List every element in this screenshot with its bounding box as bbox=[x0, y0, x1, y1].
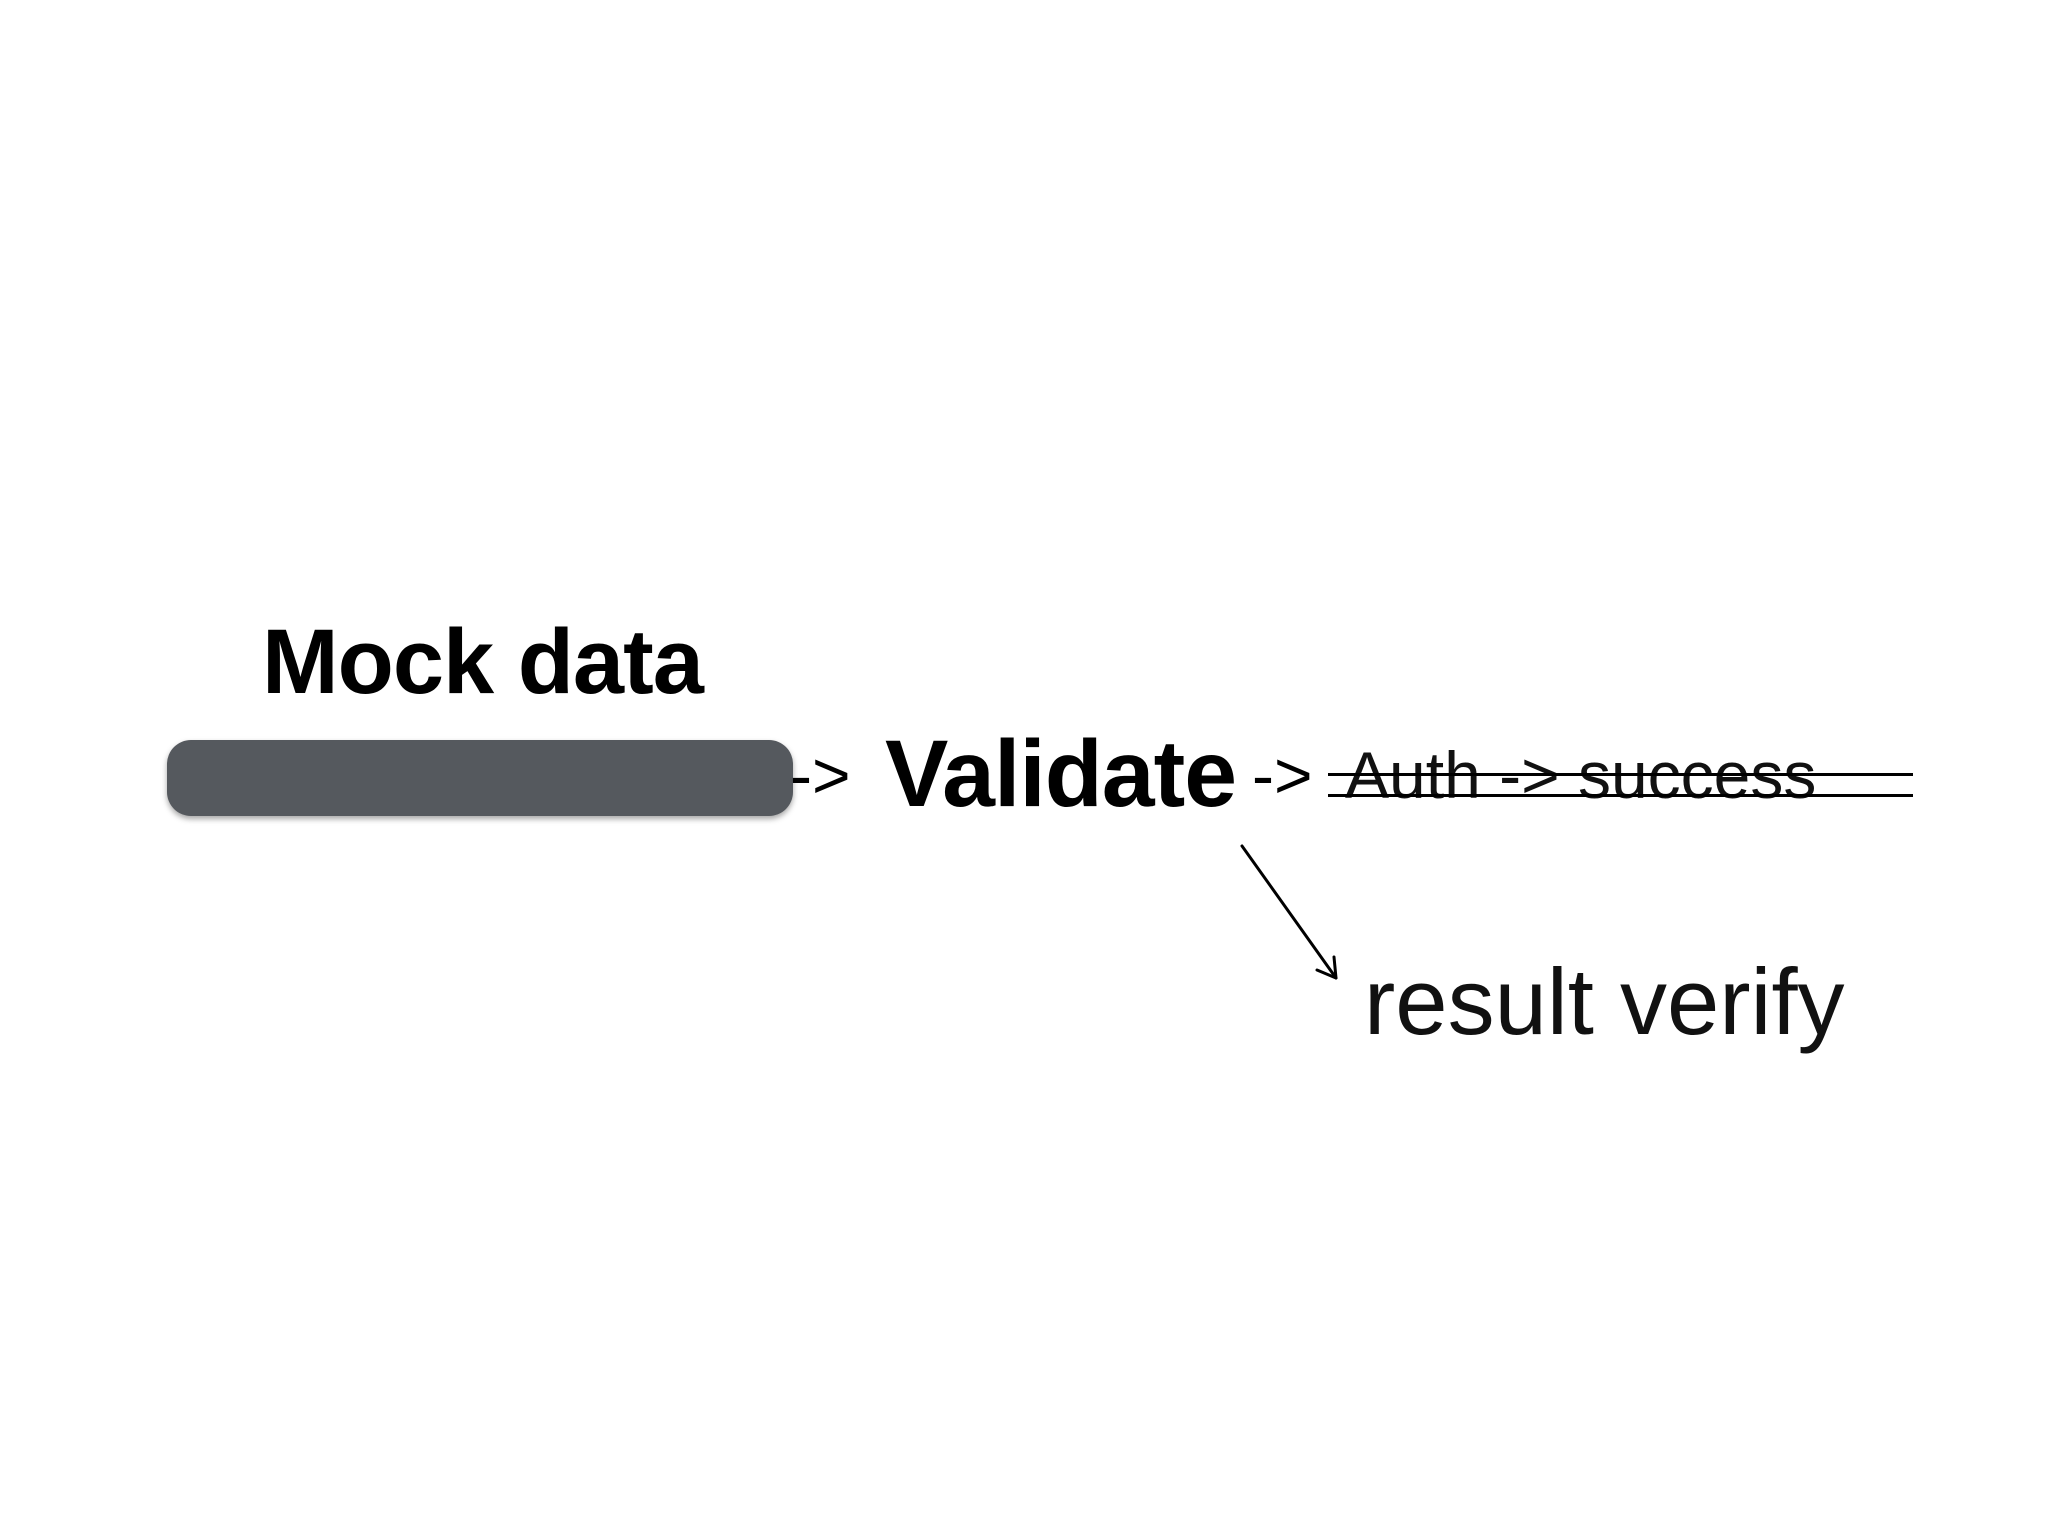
redaction-bar bbox=[167, 740, 793, 816]
result-verify-label: result verify bbox=[1364, 949, 1845, 1054]
validate-label: Validate bbox=[885, 721, 1237, 827]
strikethrough-line-bottom bbox=[1328, 794, 1913, 797]
arrow-to-auth: -> bbox=[1252, 738, 1313, 812]
mock-data-label: Mock data bbox=[262, 611, 704, 713]
arrow-shaft bbox=[1240, 844, 1338, 980]
arrow-to-validate: -> bbox=[790, 738, 851, 812]
arrow-head bbox=[1315, 955, 1338, 980]
strikethrough-line-top bbox=[1328, 773, 1913, 776]
